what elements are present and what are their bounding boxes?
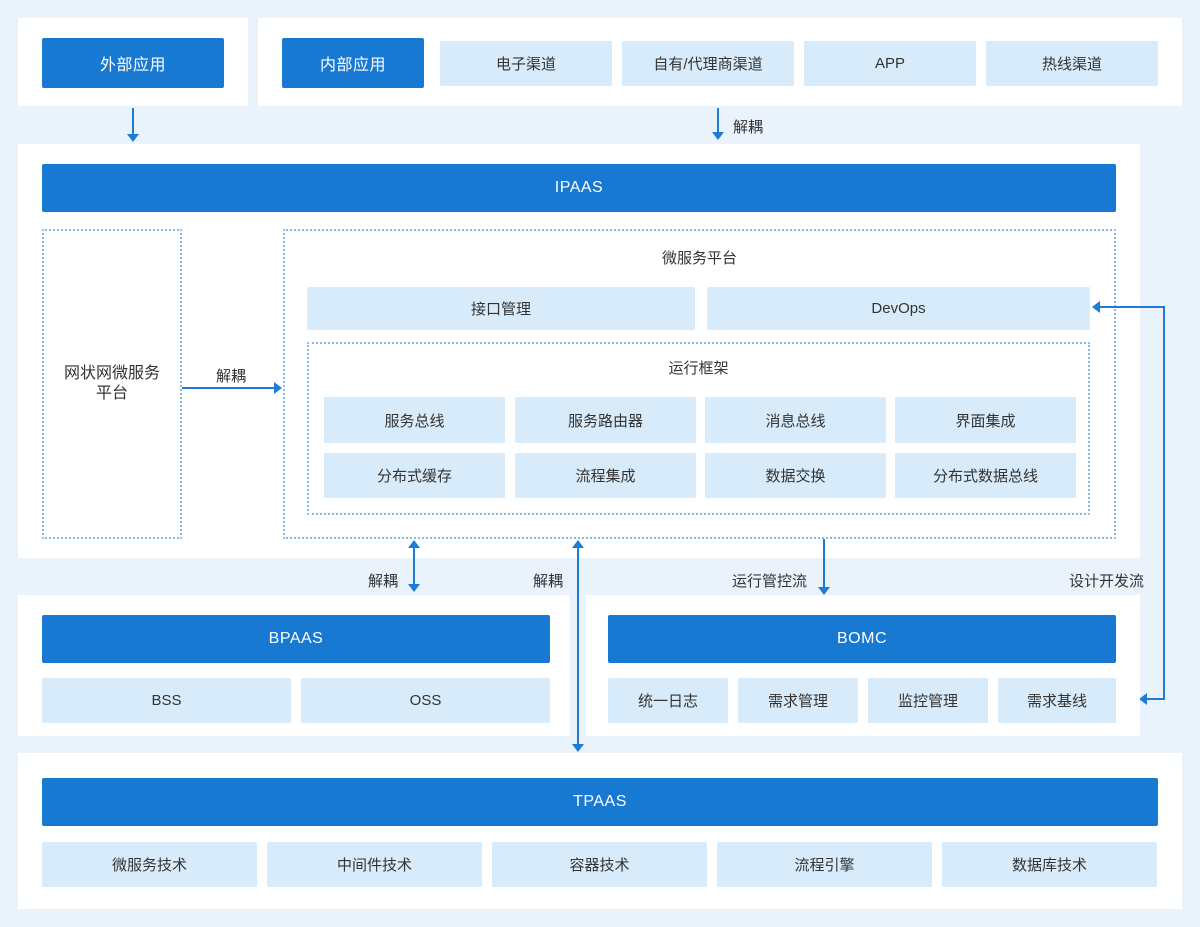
channel-electronic: 电子渠道 bbox=[440, 41, 612, 86]
ipaas-bar: IPAAS bbox=[42, 164, 1116, 212]
runtime-box-distributed-cache: 分布式缓存 bbox=[324, 453, 505, 498]
arrow-down-head bbox=[712, 132, 724, 140]
channel-own-agent: 自有/代理商渠道 bbox=[622, 41, 794, 86]
mesh-platform-line1: 网状网微服务 bbox=[63, 365, 160, 382]
mesh-platform-line2: 平台 bbox=[95, 385, 128, 402]
arrow-line bbox=[182, 387, 276, 389]
bomc-box-unified-log: 统一日志 bbox=[608, 678, 728, 723]
runtime-framework-title: 运行框架 bbox=[668, 360, 729, 377]
tpaas-box-database-tech: 数据库技术 bbox=[942, 842, 1157, 887]
bomc-box-requirement-mgmt: 需求管理 bbox=[738, 678, 858, 723]
channel-app: APP bbox=[804, 41, 976, 86]
arrow-line bbox=[413, 546, 415, 586]
bpaas-box-bss: BSS bbox=[42, 678, 291, 723]
arrow-down-head bbox=[572, 744, 584, 752]
microservice-platform-box: 微服务平台 bbox=[283, 229, 1116, 539]
design-dev-flow-label: 设计开发流 bbox=[1069, 573, 1145, 590]
runtime-box-process-integration: 流程集成 bbox=[515, 453, 696, 498]
arrow-up-head bbox=[408, 540, 420, 548]
runtime-box-ui-integration: 界面集成 bbox=[895, 397, 1076, 443]
arrow-line bbox=[577, 546, 579, 746]
bomc-bar: BOMC bbox=[608, 615, 1116, 663]
runtime-box-message-bus: 消息总线 bbox=[705, 397, 886, 443]
runtime-framework-box: 运行框架 bbox=[307, 342, 1090, 515]
arrow-left-head-devops bbox=[1092, 301, 1100, 313]
arrow-down-head bbox=[818, 587, 830, 595]
external-app-button: 外部应用 bbox=[42, 38, 224, 88]
decouple-label-tpaas: 解耦 bbox=[533, 573, 564, 590]
arrow-up-head bbox=[572, 540, 584, 548]
runtime-control-flow-label: 运行管控流 bbox=[732, 573, 808, 590]
channel-hotline: 热线渠道 bbox=[986, 41, 1158, 86]
arrow-right-head bbox=[274, 382, 282, 394]
arrow-down-head bbox=[408, 584, 420, 592]
interface-management-box: 接口管理 bbox=[307, 287, 695, 330]
bpaas-bar: BPAAS bbox=[42, 615, 550, 663]
mesh-platform-label: 网状网微服务 平台 bbox=[44, 231, 180, 537]
connector-vertical-line bbox=[1163, 306, 1165, 700]
connector-bottom-line bbox=[1147, 698, 1165, 700]
tpaas-box-container-tech: 容器技术 bbox=[492, 842, 707, 887]
microservice-platform-title: 微服务平台 bbox=[661, 250, 737, 267]
runtime-box-service-router: 服务路由器 bbox=[515, 397, 696, 443]
decouple-label-top: 解耦 bbox=[733, 119, 764, 136]
arrow-left-head-bomc bbox=[1139, 693, 1147, 705]
tpaas-box-middleware-tech: 中间件技术 bbox=[267, 842, 482, 887]
runtime-box-distributed-data-bus: 分布式数据总线 bbox=[895, 453, 1076, 498]
arrow-down-head bbox=[127, 134, 139, 142]
internal-app-button: 内部应用 bbox=[282, 38, 424, 88]
arrow-line bbox=[132, 108, 134, 136]
tpaas-box-microservice-tech: 微服务技术 bbox=[42, 842, 257, 887]
bomc-box-requirement-baseline: 需求基线 bbox=[998, 678, 1116, 723]
connector-top-line bbox=[1100, 306, 1165, 308]
arrow-line bbox=[823, 539, 825, 589]
tpaas-bar: TPAAS bbox=[42, 778, 1158, 826]
tpaas-box-process-engine: 流程引擎 bbox=[717, 842, 932, 887]
devops-box: DevOps bbox=[707, 287, 1090, 330]
arrow-line bbox=[717, 108, 719, 134]
bpaas-box-oss: OSS bbox=[301, 678, 550, 723]
decouple-label-mesh: 解耦 bbox=[216, 368, 247, 385]
runtime-box-service-bus: 服务总线 bbox=[324, 397, 505, 443]
runtime-box-data-exchange: 数据交换 bbox=[705, 453, 886, 498]
mesh-platform-box: 网状网微服务 平台 bbox=[42, 229, 182, 539]
bomc-box-monitor-mgmt: 监控管理 bbox=[868, 678, 988, 723]
decouple-label-bpaas: 解耦 bbox=[368, 573, 399, 590]
